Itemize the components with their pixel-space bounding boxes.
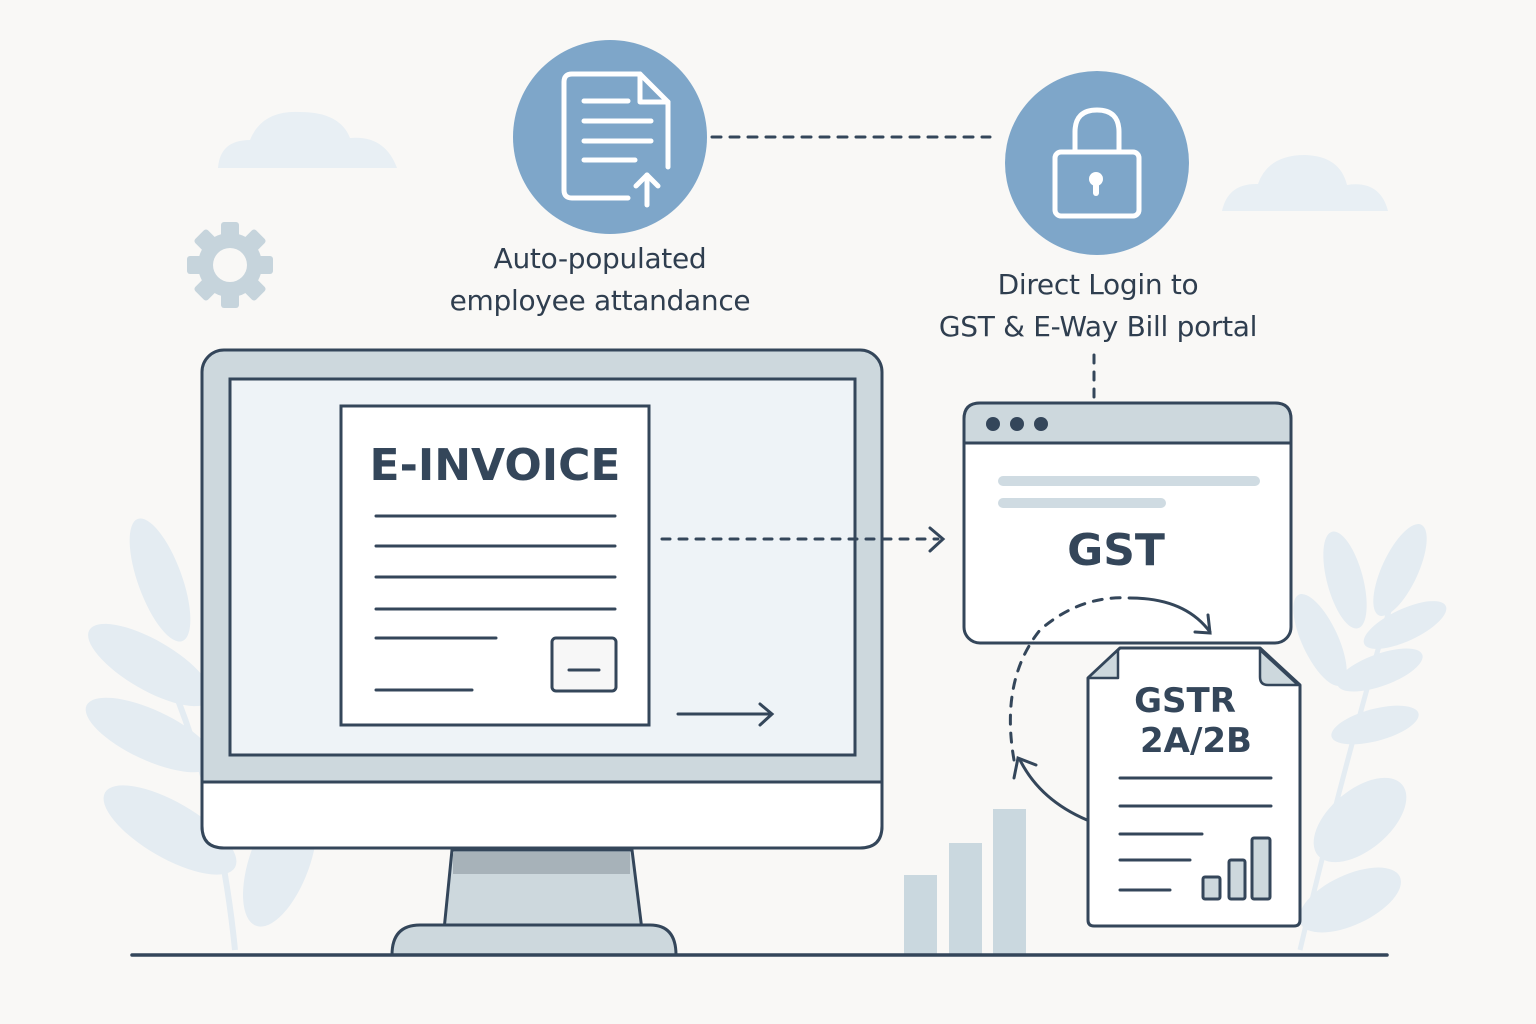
- gst-title: GST: [1067, 525, 1165, 576]
- gstr-document: GSTR 2A/2B: [1086, 646, 1302, 928]
- gst-login-label-line2: GST & E-Way Bill portal: [938, 310, 1258, 343]
- chart-bar: [904, 875, 937, 955]
- attendance-label-line1: Auto-populated: [493, 242, 707, 275]
- bar-chart-icon: [904, 809, 1026, 955]
- padlock-feature: [1005, 71, 1189, 255]
- e-invoice-title: E-INVOICE: [370, 440, 621, 491]
- document-upload-feature: [513, 40, 707, 234]
- gear-icon: [187, 222, 273, 308]
- feature-label-attendance: Auto-populated employee attandance: [400, 238, 800, 322]
- padlock-icon: [1052, 107, 1142, 219]
- gst-portal-window: GST: [962, 401, 1293, 645]
- monitor-stand-base: [390, 923, 678, 957]
- attendance-label-line2: employee attandance: [449, 284, 751, 317]
- mini-bar-chart-icon: [1201, 836, 1272, 901]
- gst-login-label-line1: Direct Login to: [997, 268, 1199, 301]
- leaf-branch-icon: [1293, 524, 1447, 951]
- chart-bar: [993, 809, 1026, 955]
- dashed-arrow-to-gst: [660, 526, 946, 553]
- window-dot: [986, 417, 1000, 431]
- sync-cycle-arrows: [1008, 596, 1212, 822]
- stamp-box: [550, 636, 618, 693]
- document-upload-icon: [561, 71, 671, 208]
- cloud-icon: [218, 111, 397, 168]
- arrow-right-icon: [676, 702, 775, 727]
- cloud-icon: [1222, 155, 1388, 211]
- window-dot: [1034, 417, 1048, 431]
- chart-bar: [949, 843, 982, 955]
- feature-label-gst-login: Direct Login to GST & E-Way Bill portal: [896, 264, 1300, 348]
- desktop-monitor: E-INVOICE: [200, 348, 884, 957]
- window-dot: [1010, 417, 1024, 431]
- gstr-title-line2: 2A/2B: [1140, 721, 1252, 761]
- gstr-title-line1: GSTR: [1134, 681, 1236, 721]
